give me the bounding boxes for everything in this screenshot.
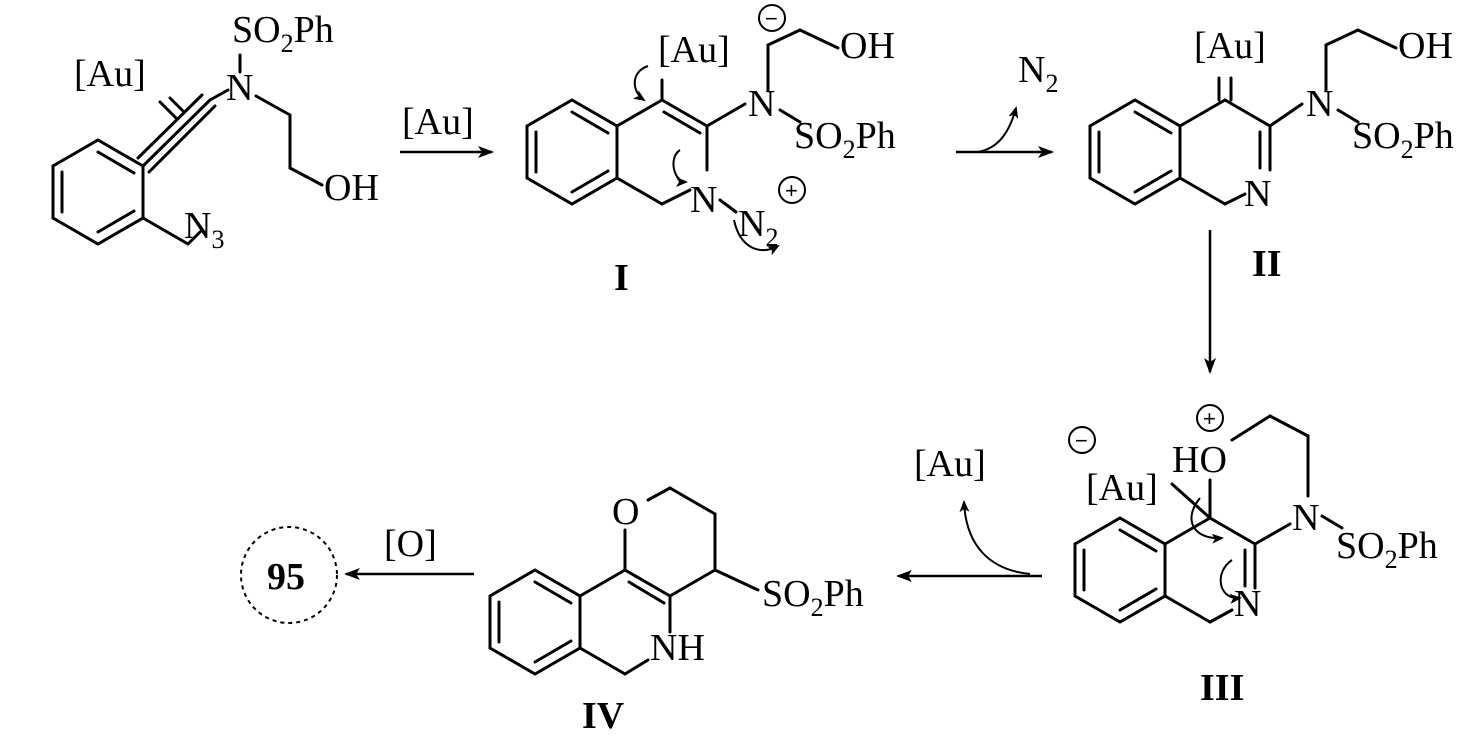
IV-amine-label: NH: [650, 627, 705, 669]
I-ring-nitrogen-label: N: [690, 179, 717, 221]
nitrogen-label: N: [226, 67, 253, 109]
IV-sulfonyl-label: SO2Ph: [762, 573, 864, 622]
I-plus-charge: [778, 176, 806, 204]
compound-label-I: I: [614, 257, 629, 299]
I-gold-label: [Au]: [658, 29, 730, 71]
gold-label: [Au]: [74, 53, 146, 95]
target-compound-label: 95: [267, 556, 305, 598]
compound-label-III: III: [1200, 667, 1244, 709]
arrow-reagent-gold: [Au]: [402, 101, 474, 143]
nitrogen-loss-arrow: [977, 106, 1019, 153]
svg-text:+: +: [785, 178, 798, 203]
III-sulfonyl-label: SO2Ph: [1336, 525, 1438, 574]
II-nitrogen-label: N: [1306, 83, 1333, 125]
I-diazonium-label: N2: [738, 203, 778, 252]
II-hydroxyl-label: OH: [1398, 25, 1453, 67]
gold-release-arrow: [959, 500, 1031, 575]
III-gold-label: [Au]: [1086, 467, 1158, 509]
svg-text:−: −: [1075, 428, 1088, 453]
intermediate-II: [1088, 28, 1398, 206]
target-compound-circle: [240, 526, 338, 624]
azide-label: N3: [184, 205, 224, 254]
I-sulfonyl-label: SO2Ph: [794, 115, 896, 164]
svg-text:+: +: [1203, 406, 1216, 431]
oxidation-reagent-label: [O]: [384, 523, 437, 565]
nitrogen-gas-label: N2: [1018, 49, 1058, 98]
intermediate-IV: [488, 486, 760, 676]
I-nitrogen-label: N: [748, 83, 775, 125]
I-hydroxyl-label: OH: [840, 25, 895, 67]
III-ring-nitrogen-label: N: [1234, 583, 1261, 625]
intermediate-I: [525, 28, 840, 256]
sulfonyl-label: SO2Ph: [232, 9, 334, 58]
IV-oxygen-label: O: [612, 491, 639, 533]
svg-text:−: −: [765, 6, 778, 31]
benzene-ring: [51, 138, 145, 246]
III-minus-charge: [1068, 426, 1096, 454]
intermediate-III: [1073, 414, 1344, 624]
III-nitrogen-label: N: [1292, 497, 1319, 539]
II-gold-label: [Au]: [1194, 25, 1266, 67]
II-sulfonyl-label: SO2Ph: [1352, 115, 1454, 164]
compound-label-II: II: [1252, 243, 1282, 285]
starting-material: [51, 53, 324, 246]
III-plus-charge: [1196, 404, 1224, 432]
hydroxyl-label: OH: [324, 167, 379, 209]
released-gold-label: [Au]: [914, 443, 986, 485]
II-ring-nitrogen-label: N: [1244, 173, 1271, 215]
III-hydroxonium-label: HO: [1172, 439, 1227, 481]
I-minus-charge: [758, 4, 786, 32]
compound-label-IV: IV: [582, 695, 625, 737]
